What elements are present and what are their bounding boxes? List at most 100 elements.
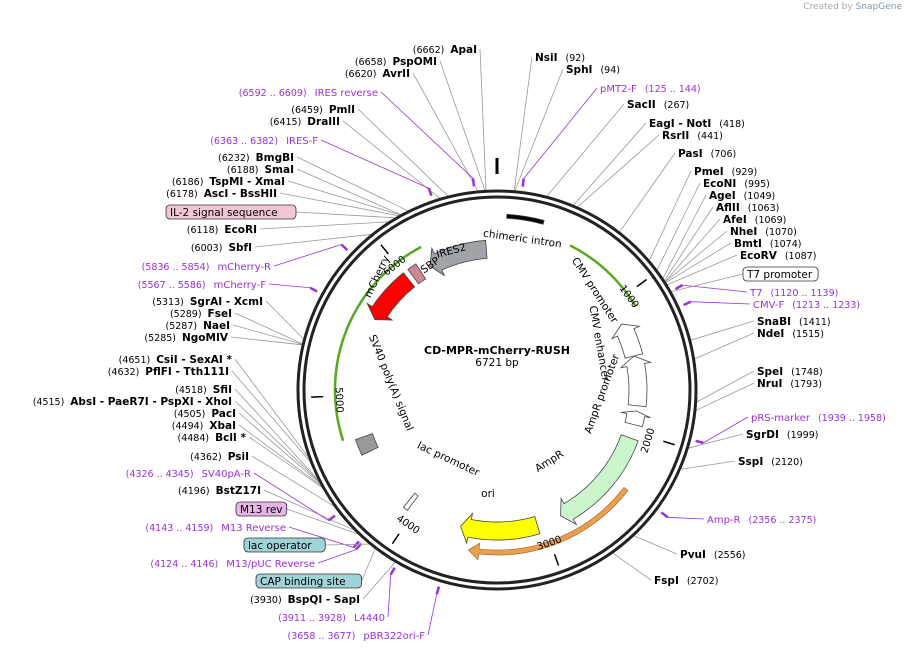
feature-ires2[interactable] — [429, 240, 488, 277]
enzyme-site-econi[interactable]: EcoNI(995) — [703, 178, 770, 190]
enzyme-site-sfii[interactable]: SfiI(4518) — [175, 384, 232, 396]
enzyme-site-sspi[interactable]: SspI(2120) — [738, 456, 803, 468]
enzyme-leader-line — [545, 103, 625, 198]
enzyme-leader-line — [248, 436, 325, 490]
enzyme-site-xbai[interactable]: XbaI(4494) — [172, 420, 236, 432]
enzyme-name: PacI — [211, 408, 236, 420]
enzyme-site-csii-sexai[interactable]: CsiI - SexAI *(4651) — [119, 354, 233, 366]
enzyme-site-pflfi-tth111i[interactable]: PflFI - Tth111I(4632) — [108, 366, 229, 378]
enzyme-site-aflii[interactable]: AflII(1063) — [716, 202, 779, 214]
primer-m13-puc-reverse[interactable]: M13/pUC Reverse(4124 .. 4146) — [150, 559, 315, 570]
primer-mcherry-f[interactable]: mCherry-F(5567 .. 5586) — [138, 280, 266, 291]
backbone-inner — [302, 195, 692, 585]
enzyme-site-snabi[interactable]: SnaBI(1411) — [757, 316, 831, 328]
primer-range: (6592 .. 6609) — [239, 88, 307, 99]
enzyme-site-bmgbi[interactable]: BmgBI(6232) — [218, 152, 294, 164]
feature-ori[interactable] — [460, 512, 541, 545]
feature-box-leader — [671, 273, 744, 292]
enzyme-site-sphi[interactable]: SphI(94) — [566, 64, 620, 76]
enzyme-name: EcoRI — [224, 224, 257, 236]
primer-mark — [309, 286, 318, 293]
feature-box-il-2-signal-sequence[interactable]: IL-2 signal sequence — [165, 204, 297, 220]
enzyme-site-bmti[interactable]: BmtI(1074) — [734, 238, 801, 250]
enzyme-leader-line — [238, 412, 323, 486]
enzyme-site-tspmi-xmai[interactable]: TspMI - XmaI(6186) — [172, 176, 285, 188]
enzyme-site-fsei[interactable]: FseI(5289) — [170, 308, 232, 320]
primer-t7[interactable]: T7(1120 .. 1139) — [749, 288, 838, 299]
enzyme-site-bcli[interactable]: BclI *(4484) — [178, 432, 247, 444]
feature-cmv-promoter[interactable] — [610, 323, 644, 359]
primer-leader-line — [268, 283, 311, 289]
feature-box-m13-rev[interactable]: M13 rev — [235, 501, 288, 517]
enzyme-leader-line — [296, 168, 403, 216]
enzyme-site-rsrii[interactable]: RsrII(441) — [662, 130, 723, 142]
feature-box-t7-promoter[interactable]: T7 promoter — [742, 266, 819, 282]
primer-range: (1213 .. 1233) — [792, 300, 860, 311]
enzyme-position: (1069) — [755, 215, 787, 226]
feature-ampr-promoter[interactable] — [620, 410, 651, 428]
enzyme-site-pasi[interactable]: PasI(706) — [678, 148, 736, 160]
enzyme-name: EcoNI — [703, 178, 736, 190]
enzyme-site-avrii[interactable]: AvrII(6620) — [345, 68, 410, 80]
enzyme-site-afei[interactable]: AfeI (1069) — [723, 214, 786, 226]
enzyme-site-nsii[interactable]: NsiI(92) — [535, 52, 585, 64]
enzyme-site-pspomi[interactable]: PspOMI(6658) — [355, 56, 437, 68]
enzyme-site-agei[interactable]: AgeI(1049) — [709, 190, 775, 202]
feature-mcherry[interactable] — [366, 272, 416, 321]
primer-cmv-f[interactable]: CMV-F(1213 .. 1233) — [753, 300, 860, 311]
feature-sbp[interactable] — [407, 263, 427, 285]
primer-ires-reverse[interactable]: IRES reverse(6592 .. 6609) — [239, 88, 378, 99]
primer-pmt2-f[interactable]: pMT2-F(125 .. 144) — [600, 84, 701, 95]
enzyme-site-sgrdi[interactable]: SgrDI(1999) — [746, 429, 818, 441]
enzyme-site-bstz17i[interactable]: BstZ17I (4196) — [178, 485, 261, 497]
feature-chimeric-intron[interactable] — [506, 213, 545, 225]
enzyme-site-sacii[interactable]: SacII(267) — [627, 99, 689, 111]
enzyme-leader-line — [689, 320, 755, 341]
enzyme-name: BstZ17I — [216, 485, 261, 497]
enzyme-site-sgrai-xcmi[interactable]: SgrAI - XcmI(5313) — [152, 296, 263, 308]
enzyme-site-sbfi[interactable]: SbfI(6003) — [191, 242, 252, 254]
enzyme-site-smai[interactable]: SmaI(6188) — [227, 164, 294, 176]
primer-pbr322ori-f[interactable]: pBR322ori-F(3658 .. 3677) — [288, 631, 426, 642]
enzyme-site-eagi-noti[interactable]: EagI - NotI(418) — [649, 118, 745, 130]
primer-sv40pa-r[interactable]: SV40pA-R(4326 .. 4345) — [126, 469, 251, 480]
primer-ires-f[interactable]: IRES-F(6363 .. 6382) — [210, 136, 318, 147]
primer-amp-r[interactable]: Amp-R (2356 .. 2375) — [707, 515, 816, 526]
primer-range: (2356 .. 2375) — [749, 515, 817, 526]
enzyme-site-naei[interactable]: NaeI(5287) — [166, 320, 231, 332]
enzyme-name: SfiI — [213, 384, 232, 396]
enzyme-name: AfeI — [723, 214, 747, 226]
enzyme-site-apai[interactable]: ApaI(6662) — [413, 44, 477, 56]
enzyme-site-ngomiv[interactable]: NgoMIV(5285) — [144, 332, 228, 344]
feature-box-cap-binding-site[interactable]: CAP binding site — [255, 573, 362, 589]
enzyme-site-spei[interactable]: SpeI(1748) — [757, 366, 823, 378]
primer-mcherry-r[interactable]: mCherry-R(5836 .. 5854) — [142, 262, 271, 273]
enzyme-site-ndei[interactable]: NdeI(1515) — [757, 328, 824, 340]
feature-ampr[interactable] — [560, 434, 639, 526]
enzyme-site-asci-bsshii[interactable]: AscI - BssHII(6178) — [166, 188, 277, 200]
enzyme-site-bspqi-sapi[interactable]: BspQI - SapI(3930) — [250, 594, 360, 606]
enzyme-site-pmli[interactable]: PmlI(6459) — [291, 104, 355, 116]
enzyme-site-nhei[interactable]: NheI(1070) — [730, 226, 797, 238]
primer-name: Amp-R — [707, 515, 741, 526]
enzyme-site-psii[interactable]: PsiI(4362) — [190, 451, 249, 463]
enzyme-site-ecorv[interactable]: EcoRV(1087) — [740, 250, 816, 262]
enzyme-site-absi-paer7i-pspxi-xhoi[interactable]: AbsI - PaeR7I - PspXI - XhoI(4515) — [33, 396, 232, 408]
primer-m13-reverse[interactable]: M13 Reverse(4143 .. 4159) — [145, 523, 286, 534]
enzyme-site-draiii[interactable]: DraIII(6415) — [270, 116, 340, 128]
enzyme-site-ecori[interactable]: EcoRI(6118) — [187, 224, 257, 236]
primer-prs-marker[interactable]: pRS-marker(1939 .. 1958) — [751, 413, 886, 424]
feature-sv40-poly-a-signal[interactable] — [354, 433, 379, 456]
enzyme-site-paci[interactable]: PacI(4505) — [174, 408, 236, 420]
enzyme-site-pmei[interactable]: PmeI(929) — [694, 166, 757, 178]
enzyme-site-nrui[interactable]: NruI(1793) — [757, 378, 822, 390]
feature-cmv-enhancer[interactable] — [619, 355, 653, 408]
feature-box-lac-operator[interactable]: lac operator — [243, 537, 326, 553]
enzyme-site-fspi[interactable]: FspI(2702) — [654, 575, 718, 587]
enzyme-position: (4196) — [178, 486, 210, 497]
enzyme-leader-line — [695, 370, 755, 403]
enzyme-site-pvui[interactable]: PvuI(2556) — [680, 549, 746, 561]
feature-lac-promoter[interactable] — [402, 492, 419, 511]
primer-l4440[interactable]: L4440(3911 .. 3928) — [278, 613, 385, 624]
